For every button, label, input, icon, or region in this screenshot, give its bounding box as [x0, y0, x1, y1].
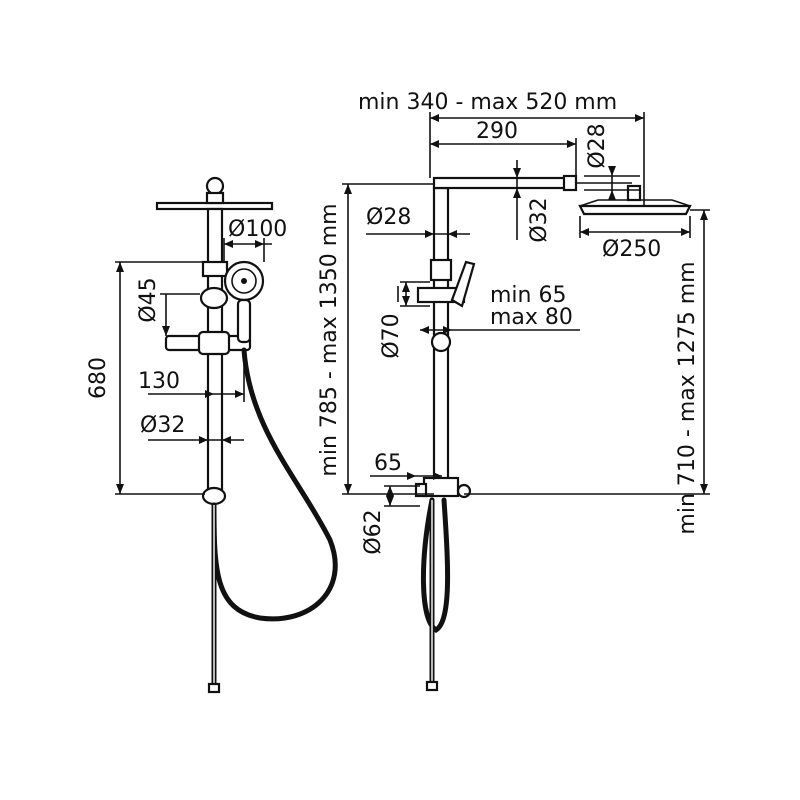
front-bottom-connector — [201, 486, 227, 506]
dim-side-holder-diameter: Ø70 — [379, 313, 404, 358]
side-slider — [429, 258, 453, 282]
dim-riser-diameter: Ø28 — [366, 205, 411, 230]
dim-front-bar-diameter: Ø32 — [140, 413, 185, 438]
dim-hand-shower-diameter: Ø100 — [228, 217, 287, 242]
dim-head-diameter: Ø250 — [602, 237, 661, 262]
side-hand-shower — [450, 260, 476, 308]
side-shower-head — [578, 204, 692, 216]
side-shower-arm — [432, 176, 576, 190]
hand-shower-center — [241, 278, 247, 284]
dim-holder-projection-min: min 65 — [490, 283, 566, 308]
front-head-cap — [205, 176, 225, 196]
side-view: min 340 - max 520 mm 290 Ø28 Ø32 Ø250 Ø2 — [317, 90, 710, 692]
dim-front-holder-diameter: Ø45 — [136, 277, 161, 322]
dim-arm-length-range: min 340 - max 520 mm — [358, 90, 617, 115]
dim-holder-projection-max: max 80 — [490, 305, 573, 330]
front-head-joint — [205, 191, 225, 205]
side-slider-knob — [430, 331, 452, 353]
dim-total-height-range: min 785 - max 1350 mm — [317, 203, 342, 476]
side-mixer-handle — [414, 482, 428, 498]
dim-arm-length: 290 — [476, 119, 518, 144]
front-view: 680 Ø100 Ø45 130 Ø32 — [86, 176, 338, 694]
hand-shower-handle — [236, 298, 252, 344]
front-hose — [211, 347, 338, 622]
hand-shower-face — [231, 268, 257, 294]
dim-arm-diameter: Ø28 — [585, 123, 610, 168]
side-head-joint — [626, 184, 642, 202]
front-holder-clamp — [197, 330, 231, 356]
front-holder-ring — [199, 286, 229, 310]
front-hose-end — [207, 682, 221, 694]
dim-front-holder-projection: 130 — [138, 369, 180, 394]
dim-mixer-projection: 65 — [374, 451, 402, 476]
side-hose-end — [425, 680, 439, 692]
front-slider-upper — [201, 260, 229, 278]
side-arm-cap — [562, 174, 578, 192]
dim-front-height: 680 — [86, 357, 111, 399]
side-mixer-knob — [456, 483, 472, 499]
dim-arm-tube-diameter: Ø32 — [527, 197, 552, 242]
dim-mixer-diameter: Ø62 — [361, 509, 386, 554]
side-hose — [421, 497, 451, 633]
dim-head-height-range: min 710 - max 1275 mm — [675, 261, 700, 534]
